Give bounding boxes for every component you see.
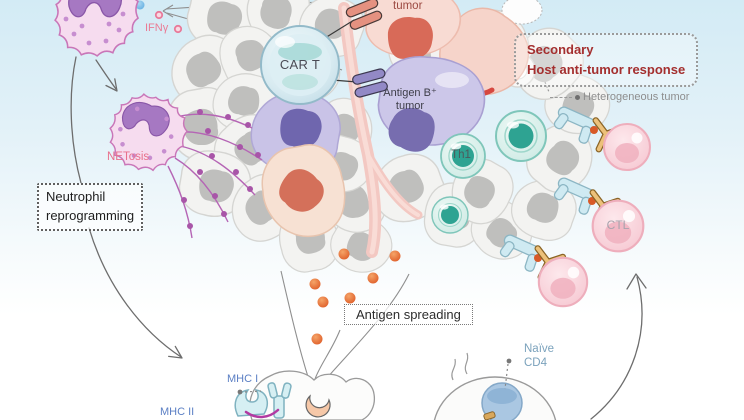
th1-cell-1 [495,110,547,162]
antigen-b-tumor-cell [372,49,491,158]
antigen-b-tumor-label: Antigen B⁺ tumor [383,87,437,113]
tcr-complex-2 [549,175,619,223]
cilia [451,352,469,381]
antigen-crescent [305,394,331,418]
netosis-label: NETosis [107,151,150,163]
peptide-ribbon [244,408,280,419]
car-t-cell [260,19,358,105]
naive-line1: Naïve [524,343,555,355]
arrow-cd4-to-ctl [590,273,647,420]
antigen-b-line1: Antigen B⁺ [383,87,437,99]
netosis-neutrophil [101,86,195,180]
reprogramming-line2: reprogramming [46,207,135,223]
pointer-dot [575,94,580,100]
th1-cell-3 [431,196,469,234]
mhc-i-label: MHC I [227,373,259,385]
dashed-line [550,96,572,98]
heterogeneous-tumor-pointer: Heterogeneous tumor [550,91,689,103]
pointer-naive-cd4 [504,358,512,390]
blood-vessel [338,2,423,258]
th1-label: Th1 [451,149,471,161]
antigen-dots [309,248,401,345]
apoptotic-cell-outline [501,0,543,25]
tcr-complex-1 [549,104,622,151]
naive-cd4-cell [433,352,557,420]
ctl-label: CTL [606,218,630,232]
heterogeneous-tumor-label: Heterogeneous tumor [583,91,690,103]
pointer-mhc-i [237,389,262,395]
neutrophil-reprogramming-box: Neutrophil reprogramming [37,183,144,231]
reprogramming-line1: Neutrophil [46,189,106,204]
naive-cd4-label: Naïve CD4 [524,343,554,371]
ctl-cell-1 [603,123,651,171]
antigen-a-tumor-label: tumor [393,0,423,12]
apc-cell [234,370,376,420]
ifng-label: IFNγ [145,22,169,34]
secondary-line2: Host anti-tumor response [527,62,686,78]
ctl-cell-3 [537,256,589,308]
antigen-b-line2: tumor [395,99,425,112]
mhc-ii-label: MHC II [160,406,195,418]
secondary-line1: Secondary [527,42,594,57]
arrow-reprogramming [70,56,183,359]
tcr-complex-3 [495,232,564,279]
antigen-spreading-box: Antigen spreading [344,304,473,325]
naive-line2: CD4 [524,356,548,369]
net-granules [181,109,261,229]
apc-dendrites [280,270,410,381]
neutrophil-cell [54,0,139,57]
arrow-netosis [95,59,118,92]
car-t-label: CAR T [279,57,321,72]
secondary-response-box: Secondary Host anti-tumor response [514,33,699,88]
